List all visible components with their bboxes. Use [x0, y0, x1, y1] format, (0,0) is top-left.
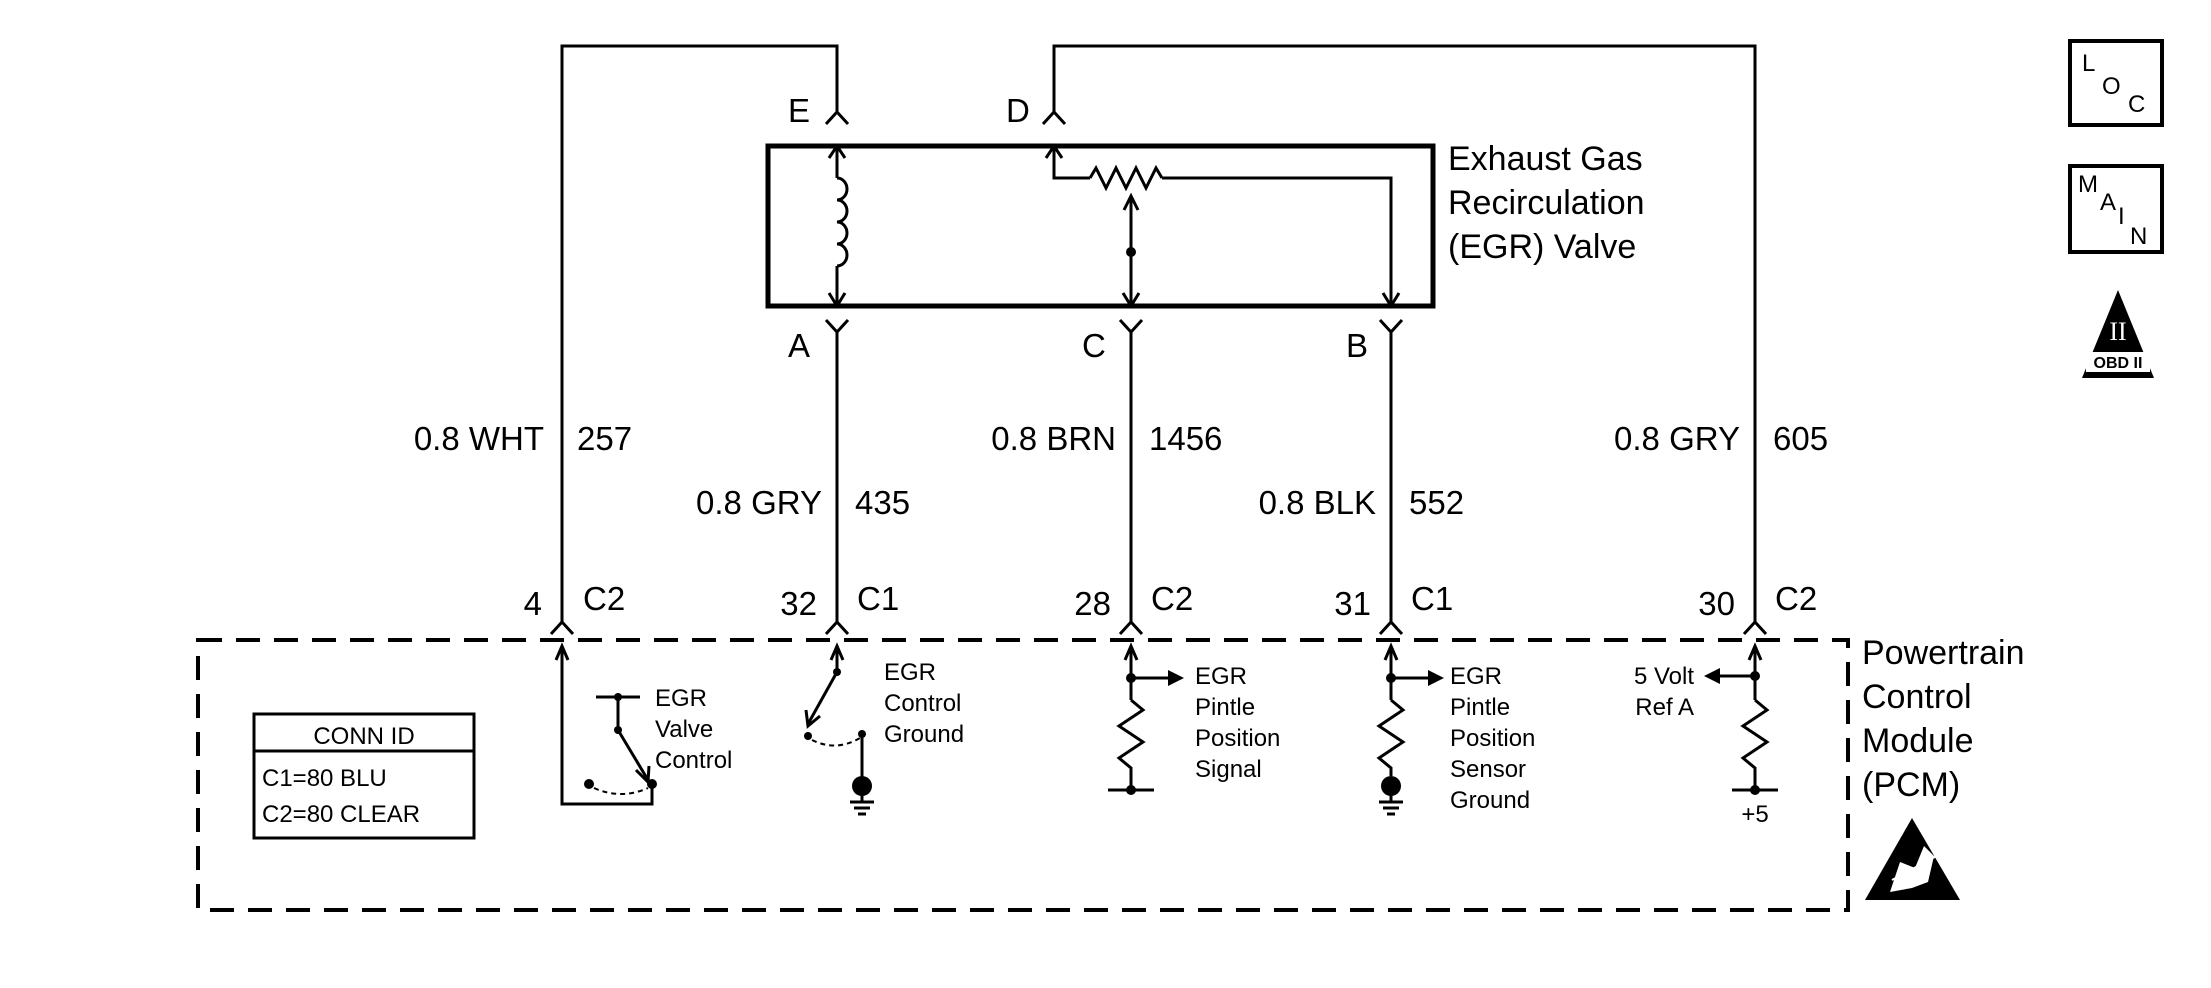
obd-ii-icon: II OBD II: [2082, 290, 2154, 378]
pcm-title-3: Module: [1862, 722, 1974, 760]
pin-4-conn: C2: [583, 580, 625, 617]
obd-numeral: II: [2109, 317, 2126, 346]
wire-435-gauge: 0.8 GRY: [696, 484, 822, 521]
pin-31-number: 31: [1334, 585, 1371, 622]
valve-control-label-2: Valve: [655, 716, 713, 743]
wire-435-circuit: 435: [855, 484, 910, 521]
pintle-signal-label-2: Pintle: [1195, 694, 1255, 721]
obd-label: OBD II: [2094, 355, 2143, 372]
control-ground-switch-icon: [804, 642, 874, 816]
valve-control-switch-icon: [554, 642, 657, 806]
pintle-signal-label-4: Signal: [1195, 756, 1262, 783]
wire-552-gauge: 0.8 BLK: [1259, 484, 1376, 521]
valve-control-label-3: Control: [655, 747, 732, 774]
pin-4-number: 4: [524, 585, 542, 622]
ref-label-1: 5 Volt: [1634, 663, 1694, 690]
egr-valve-box: [765, 143, 1436, 309]
pin-label-e: E: [788, 92, 810, 129]
pin-30-conn: C2: [1775, 580, 1817, 617]
pintle-ground-label-4: Sensor: [1450, 756, 1526, 783]
valve-control-label-1: EGR: [655, 685, 707, 712]
conn-id-table: CONN ID C1=80 BLU C2=80 CLEAR: [252, 712, 476, 840]
ref-resistor-icon: [1704, 642, 1778, 795]
wire-605-gauge: 0.8 GRY: [1614, 420, 1740, 457]
pcm-module: Powertrain Control Module (PCM) EGR Valv…: [196, 634, 2025, 912]
main-letter-3: I: [2118, 203, 2125, 230]
wire-552-circuit: 552: [1409, 484, 1464, 521]
pin-label-a: A: [788, 327, 810, 364]
main-letter-4: N: [2130, 223, 2147, 250]
main-view-icon: M A I N: [2068, 164, 2164, 254]
wire-1456-circuit: 1456: [1149, 420, 1222, 457]
pin-28-number: 28: [1074, 585, 1111, 622]
pin-label-d: D: [1006, 92, 1030, 129]
pin-label-b: B: [1346, 327, 1368, 364]
pintle-signal-label-1: EGR: [1195, 663, 1247, 690]
pcm-title-2: Control: [1862, 678, 1972, 716]
conn-id-line-1: C1=80 BLU: [262, 765, 387, 792]
pintle-ground-resistor-icon: [1376, 642, 1444, 816]
loc-letter-1: L: [2082, 50, 2095, 77]
egr-valve-title-2: Recirculation: [1448, 184, 1645, 222]
conn-id-line-2: C2=80 CLEAR: [262, 801, 420, 828]
wire-605-circuit: 605: [1773, 420, 1828, 457]
position-potentiometer-icon: [1044, 143, 1401, 309]
pintle-ground-label-3: Position: [1450, 725, 1535, 752]
ref-label-2: Ref A: [1635, 694, 1694, 721]
egr-valve-title-3: (EGR) Valve: [1448, 228, 1636, 266]
main-letter-2: A: [2100, 189, 2116, 216]
pintle-ground-label-1: EGR: [1450, 663, 1502, 690]
control-ground-label-1: EGR: [884, 659, 936, 686]
pin-31-conn: C1: [1411, 580, 1453, 617]
main-letter-1: M: [2078, 171, 2098, 198]
control-ground-label-2: Control: [884, 690, 961, 717]
wire-257-circuit: 257: [577, 420, 632, 457]
loc-letter-2: O: [2102, 73, 2121, 100]
solenoid-coil-icon: [827, 143, 849, 309]
pintle-signal-label-3: Position: [1195, 725, 1280, 752]
pcm-boundary: [196, 638, 1850, 912]
wire-1456-gauge: 0.8 BRN: [991, 420, 1116, 457]
pcm-pin-labels: 4 C2 32 C1 28 C2 31 C1 30 C2: [524, 580, 1818, 622]
wire-labels: 0.8 WHT 257 0.8 GRY 435 0.8 BRN 1456 0.8…: [414, 420, 1828, 521]
pin-label-c: C: [1082, 327, 1106, 364]
pin-32-number: 32: [780, 585, 817, 622]
egr-valve-title-1: Exhaust Gas: [1448, 140, 1643, 178]
pintle-ground-label-2: Pintle: [1450, 694, 1510, 721]
pin-30-number: 30: [1698, 585, 1735, 622]
pin-28-conn: C2: [1151, 580, 1193, 617]
pintle-ground-label-5: Ground: [1450, 787, 1530, 814]
conn-id-title: CONN ID: [313, 723, 414, 750]
pin-32-conn: C1: [857, 580, 899, 617]
location-view-icon: L O C: [2068, 39, 2164, 127]
esd-warning-icon: [1865, 818, 1960, 900]
pcm-title-1: Powertrain: [1862, 634, 2025, 672]
plus5-label: +5: [1741, 801, 1768, 828]
wiring: [549, 44, 1768, 636]
wire-257-gauge: 0.8 WHT: [414, 420, 544, 457]
egr-valve: Exhaust Gas Recirculation (EGR) Valve E …: [765, 92, 1645, 364]
loc-letter-3: C: [2128, 91, 2145, 118]
control-ground-label-3: Ground: [884, 721, 964, 748]
pintle-signal-resistor-icon: [1108, 642, 1184, 795]
pcm-title-4: (PCM): [1862, 766, 1960, 804]
